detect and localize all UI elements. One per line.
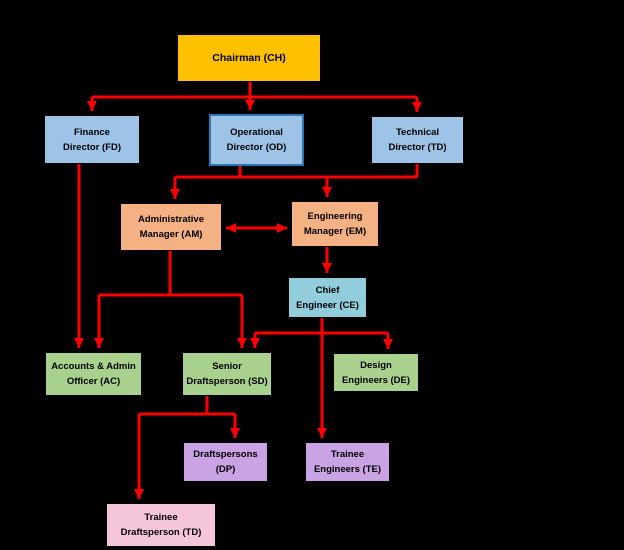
node-operational-director-label-line1: Operational (230, 127, 283, 138)
node-engineering-manager: Engineering Manager (EM) (291, 201, 379, 247)
node-trainee-draftsperson-label-line1: Trainee (144, 512, 178, 523)
node-administrative-manager-label-line1: Administrative (138, 214, 204, 225)
node-chairman-label: Chairman (CH) (212, 51, 286, 64)
node-design-engineers-label-line1: Design (360, 359, 392, 371)
node-chief-engineer: Chief Engineer (CE) (288, 277, 367, 318)
node-trainee-engineers-label-line1: Trainee (330, 449, 365, 460)
edges-sd-to-dp-ttd (133, 396, 241, 499)
node-trainee-engineers: Trainee Engineers (TE) (305, 442, 390, 482)
node-engineering-manager-label-line1: Engineering (307, 211, 363, 222)
node-trainee-draftsperson: Trainee Draftsperson (TD) (106, 503, 216, 547)
node-finance-director-label-line2: Director (FD) (62, 141, 122, 153)
node-accounts-admin-officer: Accounts & Admin Officer (AC) (45, 352, 142, 396)
node-draftspersons: Draftspersons (DP) (183, 442, 268, 482)
node-administrative-manager-label-line2: Manager (AM) (139, 229, 203, 240)
node-senior-draftsperson: Senior Draftsperson (SD) (182, 352, 272, 396)
node-operational-director-label-line2: Director (OD) (226, 142, 287, 153)
node-design-engineers: Design Engineers (DE) (333, 353, 419, 392)
edges-chairman-to-directors (86, 82, 423, 112)
node-draftspersons-label-line2: (DP) (215, 464, 236, 475)
node-trainee-draftsperson-label-line2: Draftsperson (TD) (120, 527, 202, 538)
edges-ce-to-sd-de-te (249, 318, 394, 438)
node-senior-draftsperson-label-line2: Draftsperson (SD) (186, 376, 268, 387)
node-finance-director: Finance Director (FD) (44, 115, 140, 164)
node-draftspersons-label-line1: Draftspersons (193, 449, 258, 460)
node-chief-engineer-label-line1: Chief (315, 284, 340, 296)
node-administrative-manager: Administrative Manager (AM) (120, 203, 222, 251)
node-finance-director-label-line1: Finance (74, 126, 110, 138)
node-accounts-admin-officer-label-line1: Accounts & Admin (51, 361, 136, 372)
node-accounts-admin-officer-label-line2: Officer (AC) (66, 376, 121, 387)
node-chairman: Chairman (CH) (177, 34, 321, 82)
edges-directors-to-managers (169, 164, 419, 199)
node-design-engineers-label-line2: Engineers (DE) (341, 374, 411, 386)
node-operational-director: Operational Director (OD) (209, 114, 304, 166)
node-senior-draftsperson-label-line1: Senior (212, 361, 242, 372)
node-technical-director-label-line2: Director (TD) (388, 142, 447, 153)
node-technical-director-label-line1: Technical (395, 127, 440, 138)
node-trainee-engineers-label-line2: Engineers (TE) (313, 464, 382, 475)
node-engineering-manager-label-line2: Manager (EM) (303, 226, 367, 237)
node-technical-director: Technical Director (TD) (371, 116, 464, 164)
node-chief-engineer-label-line2: Engineer (CE) (296, 299, 359, 311)
edges-am-to-ac-sd (93, 251, 248, 348)
